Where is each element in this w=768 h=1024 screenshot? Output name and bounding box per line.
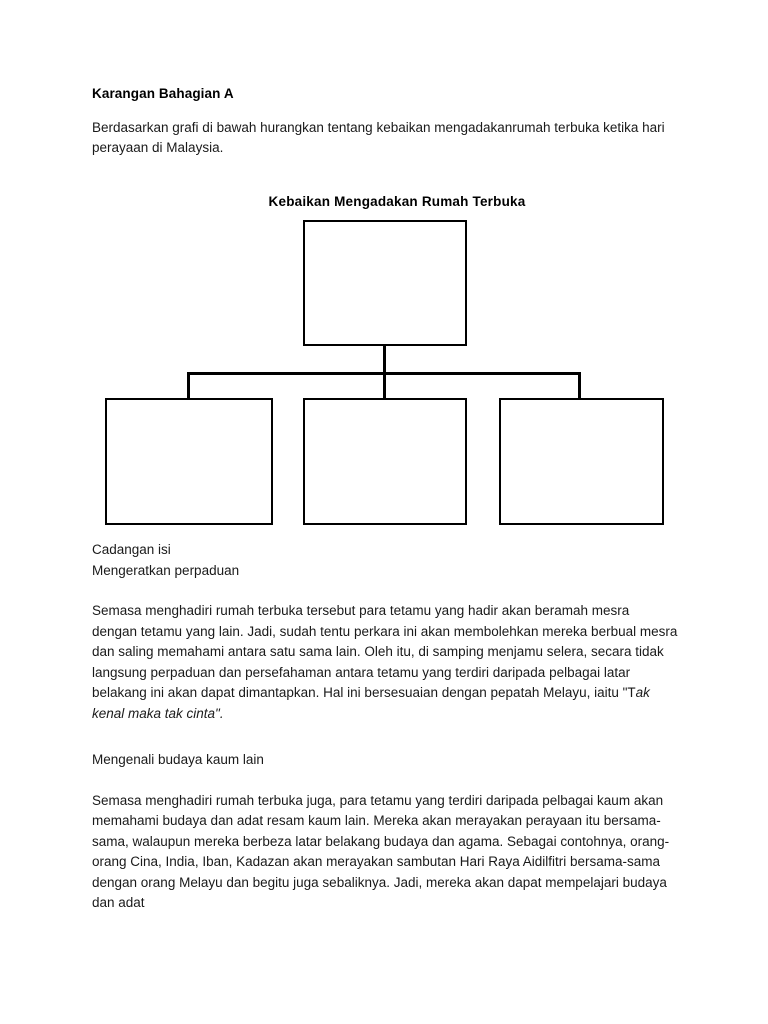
body-paragraph-1: Semasa menghadiri rumah terbuka tersebut… xyxy=(92,601,678,724)
spacer xyxy=(92,581,678,601)
spacer xyxy=(92,771,678,791)
spacer xyxy=(92,524,678,540)
cadangan-isi-label: Cadangan isi xyxy=(92,542,171,557)
connector-horizontal-bus xyxy=(187,372,581,375)
diagram-child-box-2[interactable] xyxy=(303,398,467,525)
cadangan-isi-value: Mengeratkan perpaduan xyxy=(92,562,240,578)
diagram-child-box-1[interactable] xyxy=(105,398,273,525)
connector-drop-right xyxy=(578,372,581,400)
body-paragraph-2-text: Semasa menghadiri rumah terbuka juga, pa… xyxy=(92,792,670,911)
section-heading-2: Mengenali budaya kaum lain xyxy=(92,752,264,767)
spacer xyxy=(92,158,678,192)
diagram-title: Kebaikan Mengadakan Rumah Terbuka xyxy=(268,194,526,209)
connector-drop-left xyxy=(187,372,190,400)
diagram-root-box[interactable] xyxy=(303,220,467,346)
page-title: Karangan Bahagian A xyxy=(92,86,234,101)
body-paragraph-1-text: Semasa menghadiri rumah terbuka tersebut… xyxy=(92,603,678,700)
body-paragraph-1-quote: ak kenal maka tak cinta". xyxy=(92,685,650,721)
body-paragraph-2: Semasa menghadiri rumah terbuka juga, pa… xyxy=(92,791,678,914)
diagram-container: Kebaikan Mengadakan Rumah Terbuka xyxy=(92,192,678,525)
diagram-canvas xyxy=(92,212,678,525)
diagram-child-box-3[interactable] xyxy=(499,398,664,525)
instruction-paragraph: Berdasarkan grafi di bawah hurangkan ten… xyxy=(92,120,665,155)
spacer xyxy=(92,724,678,750)
document-content: Karangan Bahagian A Berdasarkan grafi di… xyxy=(92,84,678,914)
